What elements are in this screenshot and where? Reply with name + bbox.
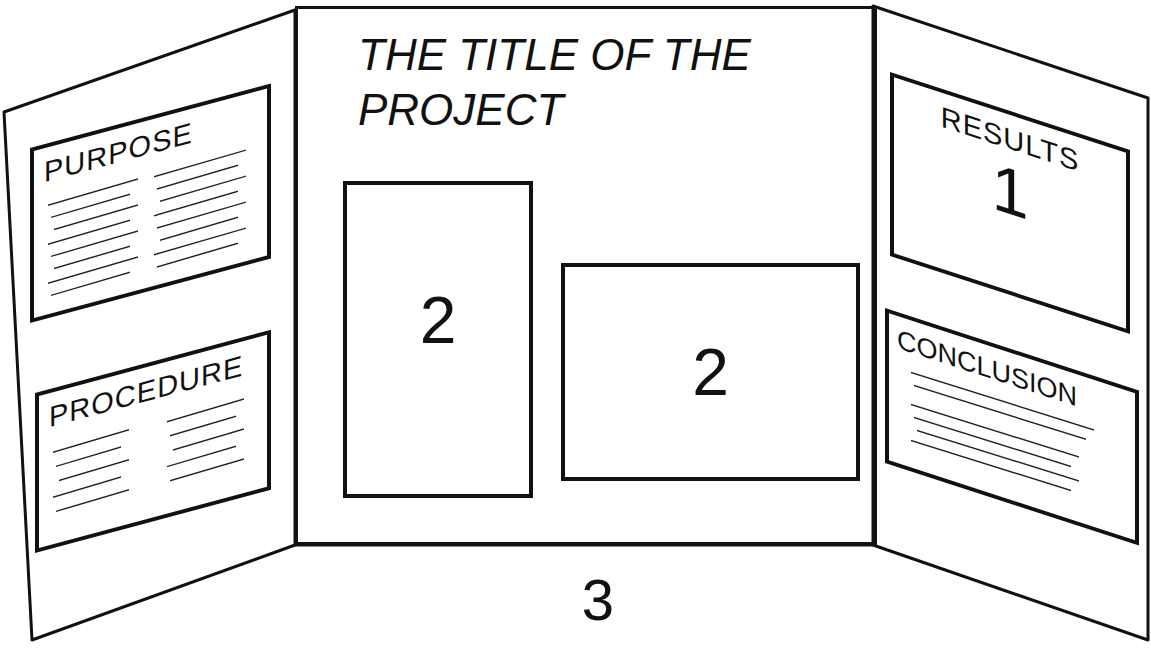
conclusion-card: CONCLUSION bbox=[885, 308, 1139, 546]
right-panel bbox=[873, 6, 1148, 640]
results-card: RESULTS1 bbox=[890, 72, 1130, 334]
callout-number: 2 bbox=[692, 334, 729, 410]
text-line bbox=[160, 217, 238, 240]
callout-number: 1 bbox=[992, 152, 1029, 230]
text-line bbox=[51, 194, 130, 217]
text-line bbox=[56, 490, 129, 512]
callout-number: 2 bbox=[420, 282, 457, 358]
text-line bbox=[917, 428, 1079, 483]
text-line bbox=[157, 165, 238, 189]
text-line bbox=[914, 415, 1071, 468]
text-line bbox=[48, 257, 138, 283]
text-line bbox=[154, 228, 246, 255]
text-line bbox=[170, 416, 236, 436]
purpose-card: PURPOSE bbox=[30, 83, 271, 323]
text-line bbox=[160, 176, 246, 201]
text-line bbox=[157, 243, 238, 267]
text-line bbox=[167, 446, 236, 466]
card-heading: PURPOSE bbox=[34, 88, 267, 191]
photo-box: 2 bbox=[561, 263, 860, 481]
callout-number: 3 bbox=[548, 566, 648, 633]
procedure-card: PROCEDURE bbox=[35, 330, 271, 553]
text-line bbox=[157, 202, 246, 228]
text-line bbox=[51, 231, 138, 256]
text-line bbox=[170, 459, 244, 481]
text-line bbox=[53, 430, 129, 452]
card-heading: PROCEDURE bbox=[39, 335, 267, 437]
text-line bbox=[48, 220, 130, 244]
text-line bbox=[167, 399, 244, 422]
text-line bbox=[51, 272, 130, 295]
text-line bbox=[53, 477, 121, 497]
project-title: THE TITLE OF THE PROJECT bbox=[358, 27, 858, 137]
text-line bbox=[56, 447, 121, 466]
left-panel bbox=[4, 10, 295, 640]
photo-box: 2 bbox=[343, 181, 533, 498]
center-panel: THE TITLE OF THE PROJECT 2 2 bbox=[295, 6, 877, 545]
text-line bbox=[154, 191, 238, 216]
text-line bbox=[54, 246, 130, 268]
text-line bbox=[54, 205, 138, 230]
text-line bbox=[911, 438, 1071, 492]
card-heading: CONCLUSION bbox=[889, 313, 1135, 432]
text-line bbox=[911, 402, 1079, 459]
